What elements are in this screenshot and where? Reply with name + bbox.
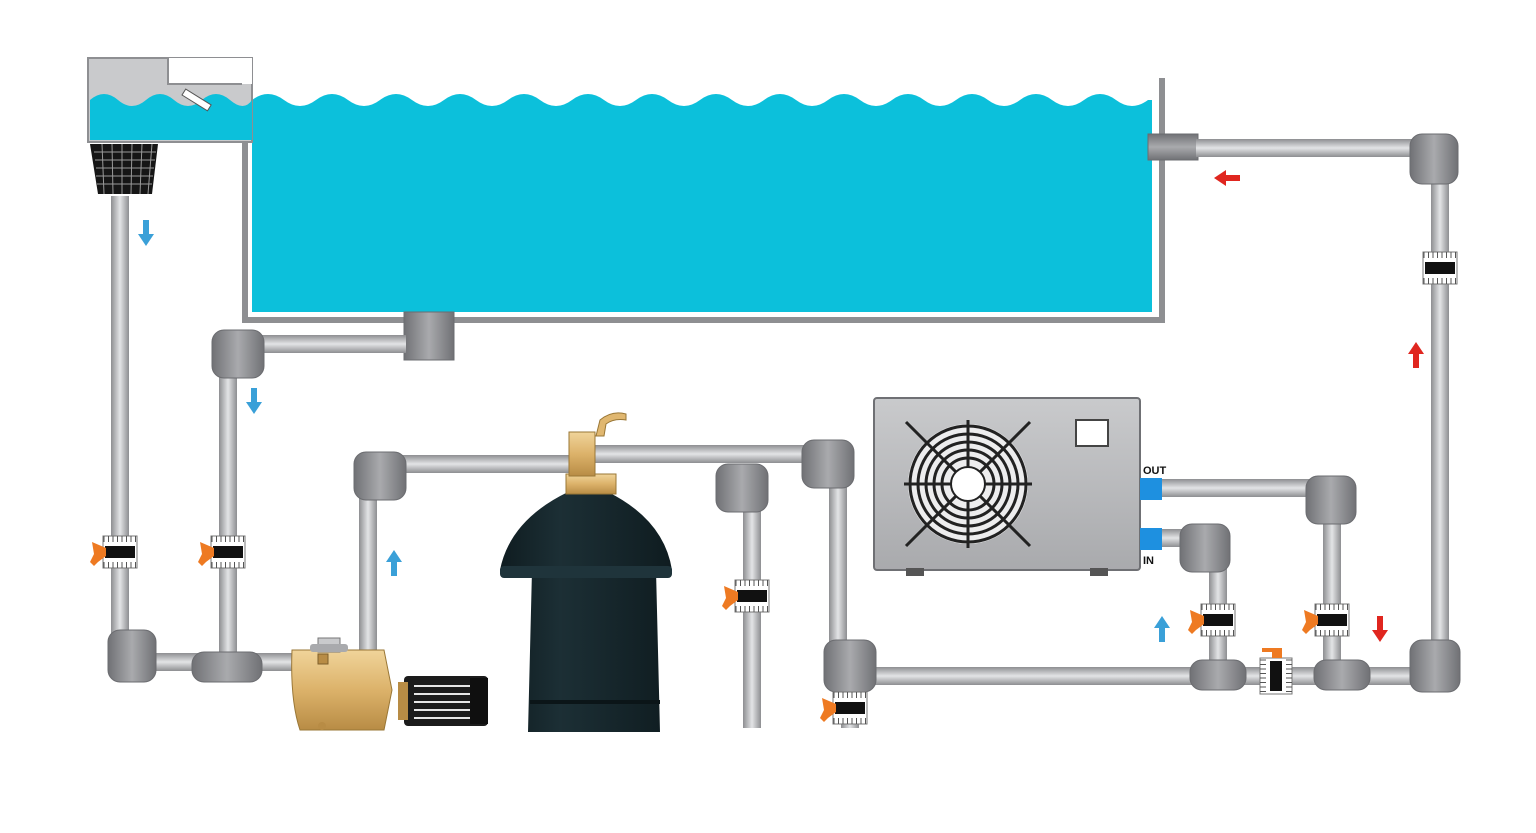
- valve-handle[interactable]: [1262, 648, 1282, 658]
- pool-wall: [242, 78, 1165, 323]
- valve-handle[interactable]: [1302, 610, 1318, 634]
- pipe-elbow: [823, 639, 877, 693]
- pipe-segment: [1431, 150, 1449, 660]
- ball-valve[interactable]: [1259, 648, 1293, 695]
- heat-pump-in-label: IN: [1143, 555, 1154, 567]
- sand-filter: [500, 412, 672, 732]
- ball-valve[interactable]: [90, 535, 138, 569]
- valve-handle[interactable]: [198, 542, 214, 566]
- pipe-elbow: [715, 463, 769, 513]
- flow-arrow-icon: [138, 220, 154, 246]
- filter-tank: [500, 492, 672, 732]
- pipe-segment: [590, 445, 830, 463]
- pipe-segment: [219, 356, 237, 660]
- pipe-elbow: [1179, 523, 1231, 573]
- ball-valve[interactable]: [1422, 251, 1458, 285]
- ball-valve[interactable]: [198, 535, 246, 569]
- pipe-segment: [111, 196, 129, 660]
- skimmer-water: [90, 94, 252, 140]
- isolation-valves: [90, 251, 1458, 725]
- flow-arrow-icon: [386, 550, 402, 576]
- flow-arrow-icon: [1408, 342, 1424, 368]
- ball-valve[interactable]: [820, 691, 868, 725]
- fan-icon: [904, 420, 1032, 548]
- pipe-elbow: [211, 329, 265, 379]
- pipe-segment: [829, 454, 847, 660]
- valve-handle[interactable]: [722, 586, 738, 610]
- pump-strainer-pot[interactable]: [291, 649, 393, 731]
- valve-handle[interactable]: [820, 698, 836, 722]
- pipe-elbow: [1409, 639, 1461, 693]
- pipe-elbow: [1305, 475, 1357, 525]
- pipe-fittings: [107, 133, 1461, 693]
- ball-valve[interactable]: [722, 579, 770, 613]
- multiport-valve-handle[interactable]: [595, 412, 627, 437]
- swimming-pool: [242, 78, 1165, 323]
- pipe-segment: [1162, 479, 1332, 497]
- main-drain: [403, 311, 455, 361]
- heat-pump-out-label: OUT: [1143, 465, 1167, 477]
- pipe-segment: [368, 455, 588, 473]
- pipe-segment: [1196, 139, 1440, 157]
- heat-pump: OUT IN: [873, 397, 1167, 576]
- pipe-elbow: [1189, 659, 1247, 691]
- valve-handle[interactable]: [1188, 610, 1204, 634]
- flow-arrows: [138, 170, 1424, 642]
- pipe-segment: [228, 335, 406, 353]
- heat-pump-display[interactable]: [1075, 419, 1109, 447]
- pipe-elbow: [107, 629, 157, 683]
- flow-arrow-icon: [1372, 616, 1388, 642]
- pool-skimmer: [87, 57, 253, 195]
- pool-water: [252, 94, 1152, 312]
- flow-arrow-icon: [1214, 170, 1240, 186]
- pipe-segment: [359, 464, 377, 650]
- pipe-elbow: [801, 439, 855, 489]
- multiport-valve[interactable]: [565, 412, 627, 495]
- ball-valve[interactable]: [1302, 603, 1350, 637]
- valve-handle[interactable]: [90, 542, 106, 566]
- pipe-elbow: [191, 651, 263, 683]
- flow-arrow-icon: [1154, 616, 1170, 642]
- heat-pump-in-connector: [1140, 528, 1162, 550]
- flow-arrow-icon: [246, 388, 262, 414]
- pipe-elbow: [353, 451, 407, 501]
- pipe-elbow: [1313, 659, 1371, 691]
- return-inlet: [1147, 133, 1199, 161]
- circulation-pump: [291, 637, 488, 731]
- heat-pump-out-connector: [1140, 478, 1162, 500]
- ball-valve[interactable]: [1188, 603, 1236, 637]
- skimmer-weir-flap: [181, 88, 212, 112]
- pipe-elbow: [1409, 133, 1459, 185]
